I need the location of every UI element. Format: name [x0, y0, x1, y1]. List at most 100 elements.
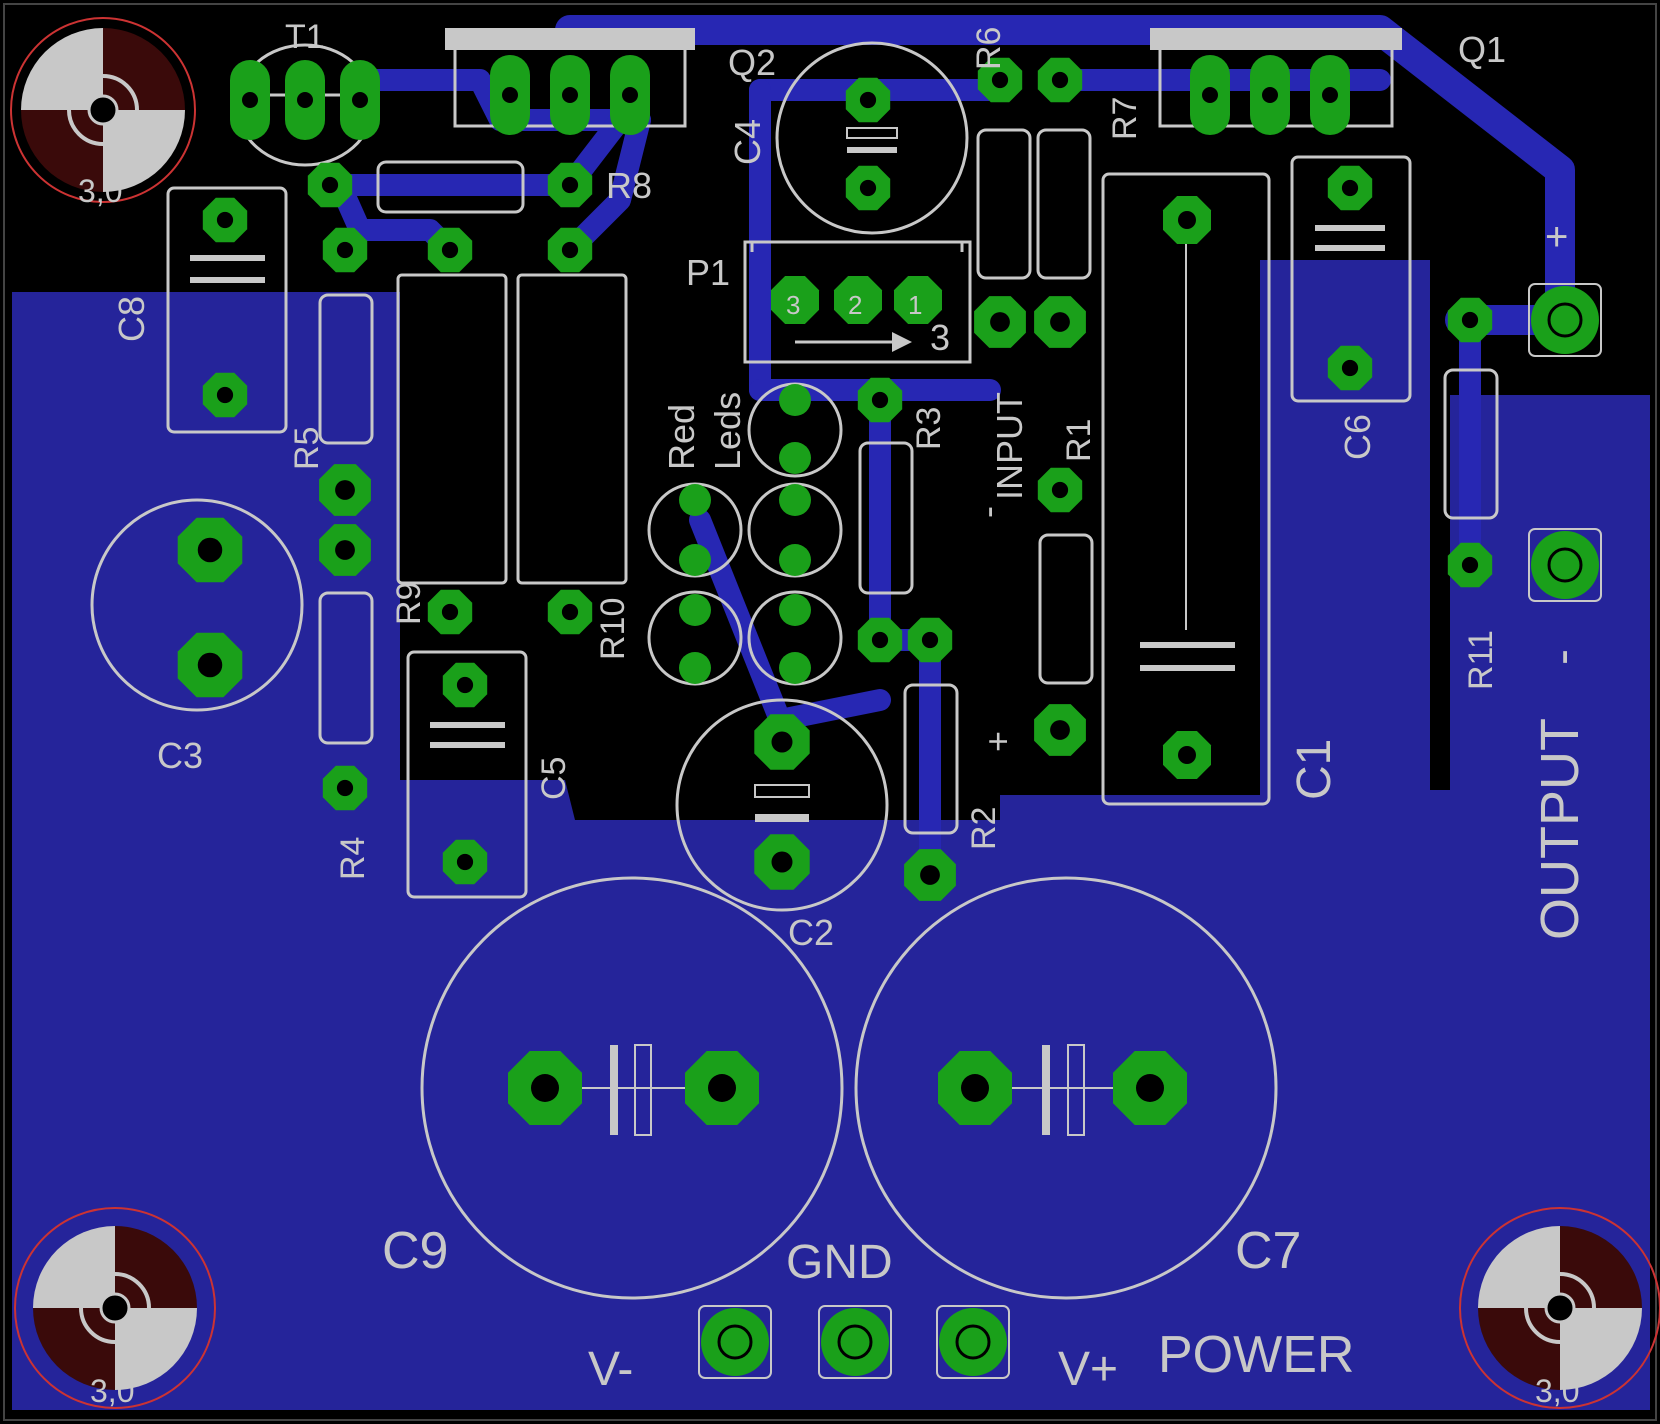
label-c7: C7 — [1235, 1222, 1301, 1280]
resistor-r3 — [858, 441, 914, 595]
pad-led — [779, 442, 811, 474]
pad-hole — [441, 241, 459, 259]
label-q2: Q2 — [728, 42, 776, 83]
pad-hole — [920, 865, 940, 885]
label-p1: P1 — [686, 252, 730, 293]
pad-hole — [1262, 87, 1278, 103]
pad-hole — [335, 540, 355, 560]
label-p1-pin3: 3 — [786, 290, 800, 320]
terminal-outline — [698, 1305, 772, 1379]
resistor-r4 — [318, 591, 374, 745]
pad-hole — [336, 241, 354, 259]
pad-led — [679, 544, 711, 576]
resistor-r1 — [1038, 533, 1094, 685]
capacitor-c6 — [1290, 155, 1412, 403]
capacitor-c1 — [1101, 172, 1271, 806]
silkscreen-labels: T1 Q2 Q1 R6 R7 R8 C4 P1 C8 C6 R5 R9 R10 … — [78, 18, 1590, 1409]
pad-hole — [1202, 87, 1218, 103]
pad-hole — [708, 1074, 736, 1102]
terminal-pad — [1531, 531, 1599, 599]
label-v-minus: V- — [588, 1343, 633, 1396]
pad-hole — [562, 87, 578, 103]
pad-led — [779, 384, 811, 416]
label-leds: Leds — [707, 392, 748, 470]
terminal-pad — [1531, 286, 1599, 354]
terminal-pad — [821, 1308, 889, 1376]
pad-hole — [197, 652, 223, 678]
pad-hole — [1050, 312, 1070, 332]
pad-hole — [336, 779, 354, 797]
mounting-hole-top-left — [10, 17, 196, 203]
pad-hole — [1461, 556, 1479, 574]
label-c3: C3 — [157, 735, 203, 776]
pad-hole — [561, 603, 579, 621]
pad-hole — [456, 853, 474, 871]
terminal-outline — [936, 1305, 1010, 1379]
pad-hole — [921, 631, 939, 649]
capacitor-c8 — [166, 186, 288, 434]
label-r6: R6 — [970, 27, 1008, 70]
label-output-plus: + — [1545, 215, 1568, 259]
label-t1: T1 — [285, 18, 325, 56]
label-r7: R7 — [1106, 97, 1144, 140]
label-r10: R10 — [594, 598, 632, 660]
resistor-r11 — [1443, 368, 1499, 520]
terminal-ring — [955, 1324, 991, 1360]
label-c4: C4 — [727, 119, 768, 165]
label-r11: R11 — [1462, 630, 1500, 690]
label-r4: R4 — [334, 837, 372, 880]
label-gnd: GND — [786, 1236, 893, 1289]
pad-connector — [894, 276, 942, 324]
label-input-plus: + — [977, 731, 1018, 752]
pad-connector — [834, 276, 882, 324]
pad-hole — [561, 176, 579, 194]
label-hole-bl: 3,0 — [90, 1373, 134, 1409]
pad-hole — [771, 731, 793, 753]
terminal-pad — [701, 1308, 769, 1376]
pad-hole — [242, 92, 258, 108]
pad-hole — [1051, 481, 1069, 499]
terminal-outline — [1528, 283, 1602, 357]
terminal-ring — [837, 1324, 873, 1360]
pads — [177, 55, 1602, 1379]
resistor-r2 — [903, 683, 959, 835]
label-hole-tl: 3,0 — [78, 173, 122, 209]
pad-hole — [561, 241, 579, 259]
pad-hole — [1051, 71, 1069, 89]
mounting-hole-bottom-right — [1459, 1207, 1660, 1409]
label-r3: R3 — [910, 407, 948, 450]
pad-hole — [622, 87, 638, 103]
pad-led — [679, 484, 711, 516]
connector-p1-outline — [743, 240, 972, 364]
terminal-ring — [1547, 547, 1583, 583]
pad-hole — [771, 851, 793, 873]
label-output-minus: - — [1536, 649, 1589, 665]
pad-hole — [352, 92, 368, 108]
mounting-holes — [10, 17, 1660, 1409]
label-power: POWER — [1158, 1326, 1354, 1384]
pad-hole — [961, 1074, 989, 1102]
pad-hole — [456, 676, 474, 694]
pad-hole — [1136, 1074, 1164, 1102]
copper-pour — [12, 260, 1650, 1410]
pad-hole — [991, 71, 1009, 89]
pad-hole — [216, 386, 234, 404]
resistor-r5 — [318, 293, 374, 445]
label-red: Red — [661, 404, 702, 470]
label-input-minus: - — [967, 506, 1008, 518]
pad-hole — [871, 631, 889, 649]
label-p1-pin1: 1 — [908, 290, 922, 320]
pad-hole — [1178, 746, 1196, 764]
pad-hole — [1322, 87, 1338, 103]
label-c2: C2 — [788, 912, 834, 953]
capacitor-c2 — [675, 698, 889, 912]
label-r9: R9 — [390, 582, 428, 625]
label-c6: C6 — [1337, 414, 1378, 460]
label-c5: C5 — [535, 757, 573, 800]
label-c1: C1 — [1288, 739, 1341, 800]
terminal-outline — [1528, 528, 1602, 602]
pad-hole — [1178, 211, 1196, 229]
pad-hole — [871, 391, 889, 409]
pad-hole — [502, 87, 518, 103]
